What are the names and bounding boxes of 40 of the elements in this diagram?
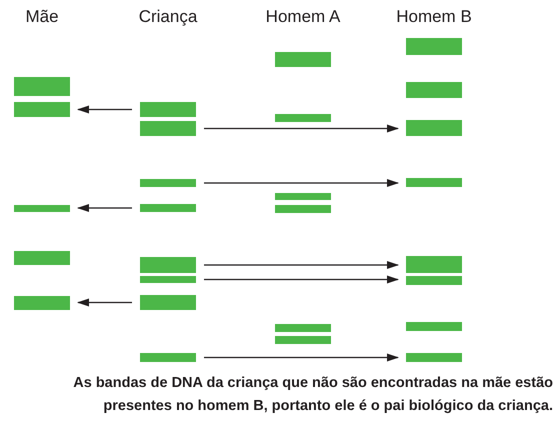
arrow bbox=[204, 354, 399, 362]
dna-band bbox=[406, 120, 462, 136]
dna-band bbox=[275, 324, 331, 332]
arrow bbox=[204, 276, 399, 284]
dna-band bbox=[140, 121, 196, 136]
dna-band bbox=[14, 251, 70, 265]
dna-band bbox=[406, 82, 462, 98]
dna-band bbox=[275, 205, 331, 213]
column-heading: Mãe bbox=[25, 7, 59, 27]
column-heading: Homem A bbox=[266, 7, 340, 27]
column-heading: Criança bbox=[138, 7, 198, 27]
dna-band bbox=[275, 193, 331, 200]
column-heading: Homem B bbox=[396, 7, 472, 27]
arrow bbox=[204, 179, 399, 187]
dna-band bbox=[275, 336, 331, 344]
dna-band bbox=[406, 38, 462, 55]
dna-band bbox=[140, 257, 196, 273]
arrow bbox=[204, 124, 399, 132]
dna-band bbox=[140, 276, 196, 283]
dna-band bbox=[140, 102, 196, 117]
dna-band bbox=[14, 102, 70, 117]
dna-band bbox=[275, 114, 331, 122]
dna-band bbox=[406, 322, 462, 331]
dna-band bbox=[406, 353, 462, 362]
arrow bbox=[204, 261, 399, 269]
arrow bbox=[77, 298, 132, 306]
dna-band bbox=[140, 179, 196, 187]
arrow bbox=[77, 106, 132, 114]
dna-band bbox=[406, 178, 462, 187]
dna-band bbox=[275, 52, 331, 67]
dna-band bbox=[406, 256, 462, 273]
dna-band bbox=[140, 353, 196, 362]
dna-band bbox=[14, 296, 70, 310]
dna-band bbox=[140, 204, 196, 212]
caption: As bandas de DNA da criança que não são encontradas na mãe estão presentes no homem B, portanto ele é o pai biológico da criança. bbox=[72, 374, 553, 416]
arrow bbox=[77, 204, 132, 212]
dna-band bbox=[406, 276, 462, 285]
dna-band bbox=[14, 205, 70, 212]
dna-band bbox=[14, 77, 70, 96]
dna-band bbox=[140, 295, 196, 310]
